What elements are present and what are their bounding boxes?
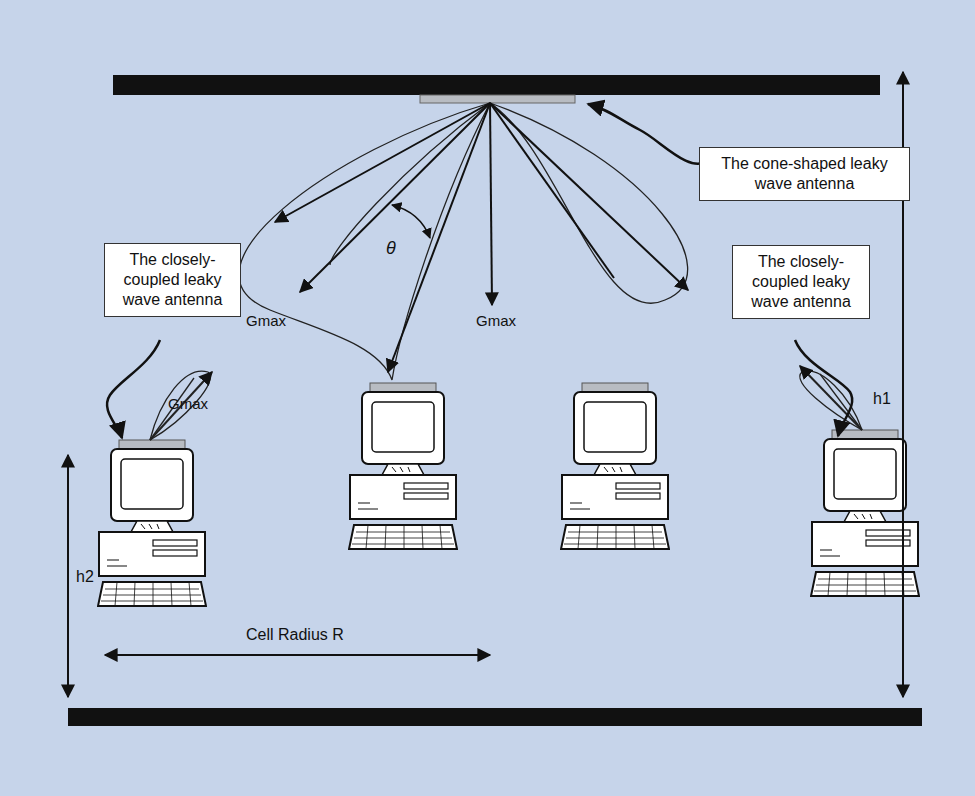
computer (561, 383, 669, 549)
beam-arrows (275, 103, 688, 372)
callout-box: The closely-coupled leaky wave antenna (732, 245, 870, 319)
callout-box: The cone-shaped leaky wave antenna (699, 147, 910, 201)
floor (68, 708, 922, 726)
computer (98, 440, 206, 606)
dimension-line (68, 72, 903, 697)
callout-text: The closely-coupled leaky wave antenna (741, 252, 861, 312)
gain-label: Gmax (476, 312, 516, 329)
angle-label: θ (386, 238, 396, 259)
radiation-pattern (239, 103, 688, 380)
dimension-label: h2 (76, 568, 94, 586)
dimension-label: Cell Radius R (246, 626, 344, 644)
dimension-label: h1 (873, 390, 891, 408)
callout-text: The closely-coupled leaky wave antenna (113, 250, 232, 310)
gain-label: Gmax (246, 312, 286, 329)
computer (349, 383, 457, 549)
antenna-plate (420, 95, 575, 103)
terminal-beam (150, 366, 862, 440)
ceiling (113, 75, 880, 95)
gain-label: Gmax (168, 395, 208, 412)
callout-box: The closely-coupled leaky wave antenna (104, 243, 241, 317)
callout-text: The cone-shaped leaky wave antenna (708, 154, 901, 194)
